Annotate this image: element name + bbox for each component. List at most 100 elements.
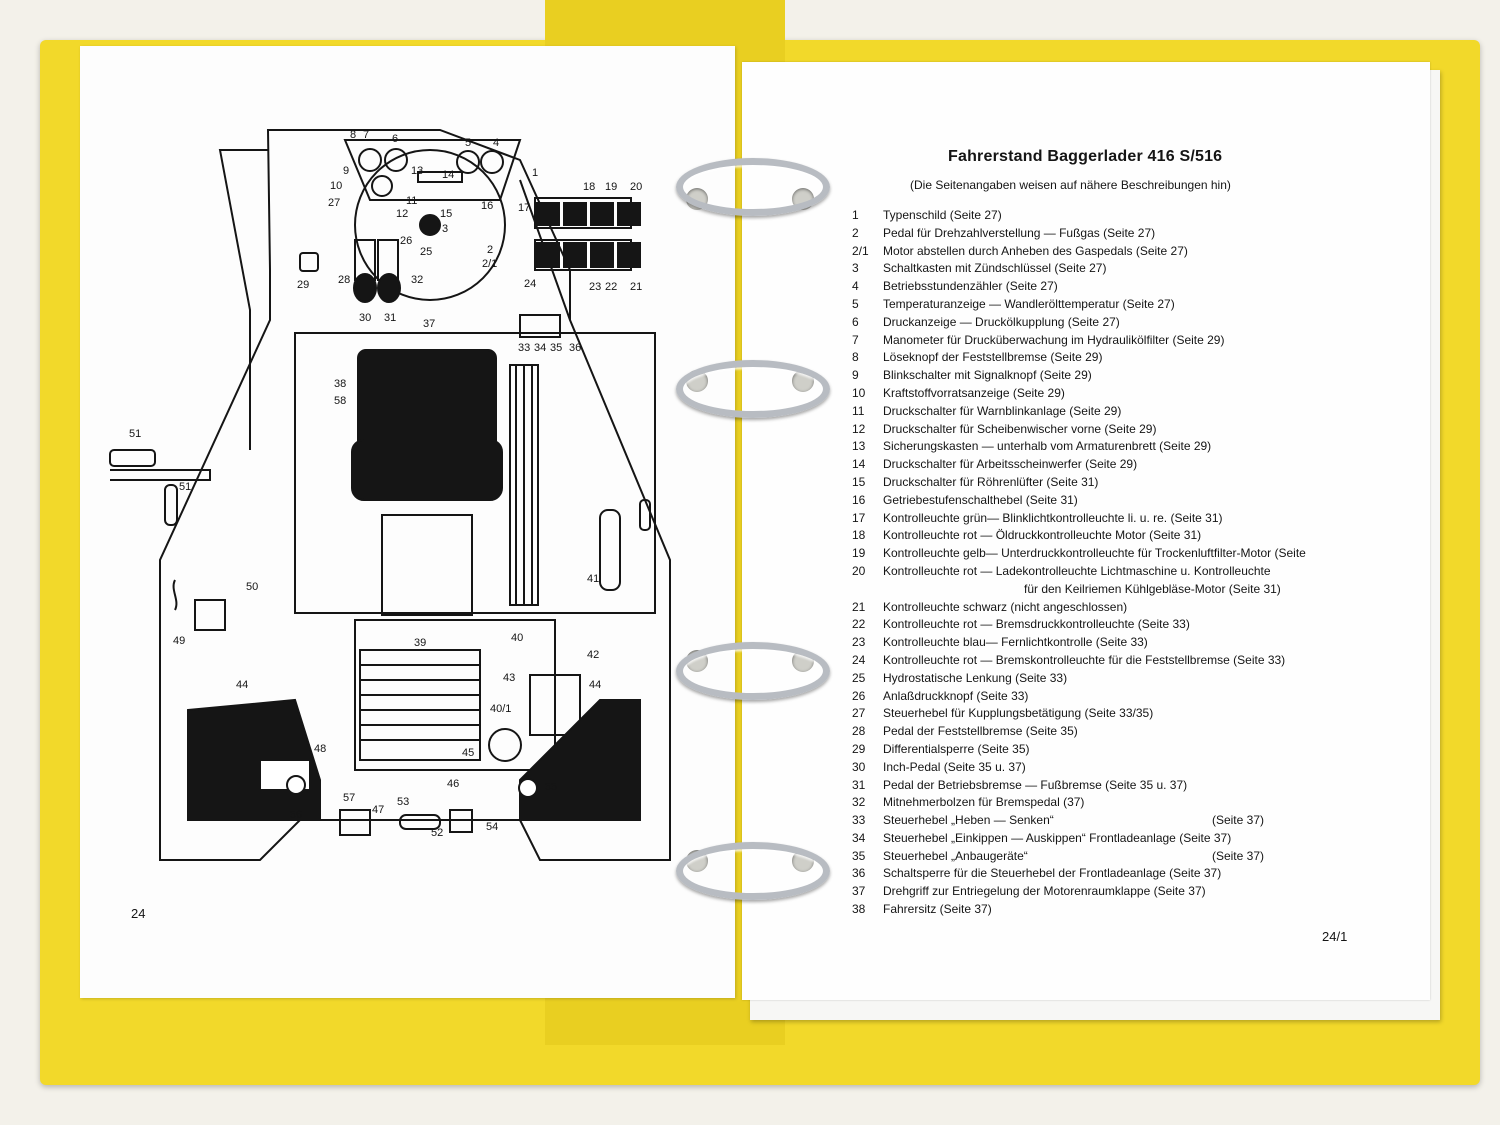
legend-item-text: Manometer für Drucküberwachung im Hydrau… [883,332,1225,347]
legend-item-text: Druckschalter für Warnblinkanlage (Seite… [883,403,1122,418]
legend-item-text: Inch-Pedal (Seite 35 u. 37) [883,759,1026,774]
left-page-number: 24 [131,906,146,921]
binder-ring-4[interactable] [676,842,830,900]
legend-item-text: Kontrolleuchte rot — Bremskontrolleuchte… [883,652,1286,667]
diagram-callout: 48 [314,743,326,755]
diagram-callout: 29 [297,279,309,291]
diagram-callout: 40 [511,632,523,644]
legend-item-number: 30 [852,759,866,774]
legend-item-text: Mitnehmerbolzen für Bremspedal (37) [883,795,1085,810]
diagram-callout: 15 [440,208,452,220]
diagram-callout: 24 [524,278,536,290]
right-page [742,62,1430,1000]
diagram-callout: 56 [290,809,302,821]
legend-item-number: 16 [852,492,866,507]
diagram-callout: 36 [569,342,581,354]
legend-item: 7 Manometer für Drucküberwachung im Hydra… [852,332,1372,350]
diagram-callout: 44 [589,679,601,691]
legend-item-number: 7 [852,332,859,347]
legend-item-number: 17 [852,510,866,525]
legend-item-text: Anlaßdruckknopf (Seite 33) [883,688,1029,703]
diagram-callout: 39 [414,637,426,649]
diagram-callout: 33 [518,342,530,354]
legend-item-text: für den Keilriemen Kühlgebläse-Motor (Se… [1024,581,1281,596]
diagram-callout: 13 [411,165,423,177]
legend-item-number: 12 [852,421,866,436]
page-title: Fahrerstand Baggerlader 416 S/516 [948,148,1223,165]
diagram-callout: 53 [397,796,409,808]
legend-item-number: 35 [852,848,866,863]
legend-item-text: Typenschild (Seite 27) [883,208,1002,222]
diagram-callout: 43 [503,672,515,684]
diagram-callout: 55 [545,781,557,793]
legend-item-text: Druckschalter für Arbeitsscheinwerfer (S… [883,457,1138,472]
diagram-callout: 44 [236,679,248,691]
legend-item: 30 Inch-Pedal (Seite 35 u. 37) [852,759,1372,777]
legend-item: 2 Pedal für Drehzahlverstellung — Fußgas … [852,225,1372,243]
diagram-callout: 20 [630,181,642,193]
legend-item-text: Pedal für Drehzahlverstellung — Fußgas (… [883,225,1156,240]
legend-item-number: 6 [852,314,859,329]
legend-item-text: Fahrersitz (Seite 37) [883,902,992,917]
diagram-callout: 31 [384,312,396,324]
legend-item-page-ref: (Seite 37) [1211,848,1264,863]
legend-item-text: Kontrolleuchte rot — Bremsdruckkontrolle… [883,617,1190,632]
diagram-callout: 1 [532,167,538,179]
legend-item-number: 2/1 [852,243,869,258]
legend-item-text: Blinkschalter mit Signalknopf (Seite 29) [883,368,1092,383]
diagram-callout: 45 [462,747,474,759]
diagram-callout: 50 [246,581,258,593]
diagram-callout: 17 [518,202,530,214]
legend-item-number: 31 [852,777,866,792]
legend-item-number: 2 [852,225,859,240]
diagram-callout: 40/1 [490,703,511,715]
legend-item-text: Drehgriff zur Entriegelung der Motorenra… [883,884,1206,899]
legend-item: für den Keilriemen Kühlgebläse-Motor (Se… [852,581,1372,599]
diagram-callout: 18 [583,181,595,193]
binder-ring-2[interactable] [676,360,830,418]
legend-item-number: 26 [852,688,866,703]
diagram-callout: 51 [129,428,141,440]
binder-ring-3[interactable] [676,642,830,700]
diagram-callout: 8 [350,129,356,141]
legend-item-number: 1 [852,208,859,222]
legend-item-number: 32 [852,795,866,810]
legend-item-text: Motor abstellen durch Anheben des Gasped… [883,243,1188,258]
legend-item-text: Betriebsstundenzähler (Seite 27) [883,279,1058,294]
diagram-callout: 2 [487,244,493,256]
legend-item-number [852,581,883,599]
legend-item: 32 Mitnehmerbolzen für Bremspedal (37) [852,794,1372,812]
diagram-callout: 38 [334,378,346,390]
diagram-callout: 46 [447,778,459,790]
legend-item-number: 11 [852,403,865,418]
legend-item-number: 29 [852,741,866,756]
binder-ring-1[interactable] [676,158,830,216]
diagram-callout: 23 [589,281,601,293]
diagram-callout: 34 [534,342,546,354]
legend-item-text: Schaltsperre für die Steuerhebel der Fro… [883,866,1222,881]
diagram-callout: 4 [493,137,499,149]
legend-item-number: 24 [852,652,866,667]
legend-item-text: Kontrolleuchte grün— Blinklichtkontrolle… [883,510,1223,525]
legend-item-number: 36 [852,866,866,881]
legend-item-text: Steuerhebel für Kupplungsbetätigung (Sei… [883,706,1154,721]
diagram-callout: 54 [486,821,498,833]
diagram-callout: 2/1 [482,258,497,270]
legend-item-number: 28 [852,724,866,739]
legend-item-number: 9 [852,368,859,383]
